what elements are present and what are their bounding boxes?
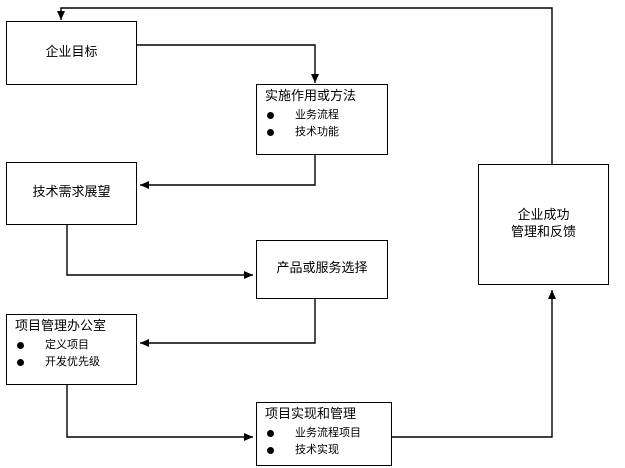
node-implementation-method-label: 实施作用或方法 — [265, 89, 357, 104]
node-pmo[interactable]: 项目管理办公室 定义项目 开发优先级 — [6, 314, 137, 385]
node-product-service-choice-label: 产品或服务选择 — [276, 261, 368, 277]
node-business-goal[interactable]: 企业目标 — [6, 21, 137, 85]
list-item: 技术实现 — [265, 442, 391, 459]
list-item-label: 技术功能 — [295, 124, 339, 138]
node-business-success[interactable]: 企业成功 管理和反馈 — [478, 164, 609, 285]
list-item: 业务流程项目 — [265, 425, 391, 442]
list-item: 技术功能 — [265, 124, 387, 141]
node-tech-requirement-label: 技术需求展望 — [32, 185, 111, 201]
node-business-success-line2: 管理和反馈 — [510, 224, 576, 240]
edge-tech-requirement-to-product-choice — [66, 225, 253, 279]
node-business-goal-label: 企业目标 — [45, 44, 98, 60]
bullet-dot-icon — [267, 430, 274, 437]
list-item-label: 业务流程 — [295, 108, 339, 122]
bullet-dot-icon — [267, 128, 274, 136]
node-pmo-bullets: 定义项目 开发优先级 — [15, 337, 136, 370]
bullet-dot-icon — [267, 112, 274, 119]
edge-implementation-to-tech-requirement — [140, 155, 316, 189]
list-item-label: 定义项目 — [45, 338, 89, 352]
edge-goal-to-implementation — [137, 44, 319, 83]
bullet-dot-icon — [17, 342, 24, 349]
node-pmo-label: 项目管理办公室 — [15, 319, 107, 334]
node-product-service-choice[interactable]: 产品或服务选择 — [256, 240, 388, 299]
node-project-implementation[interactable]: 项目实现和管理 业务流程项目 技术实现 — [256, 402, 392, 466]
list-item-label: 业务流程项目 — [295, 426, 361, 440]
edge-product-choice-to-pmo — [140, 299, 316, 347]
bullet-dot-icon — [267, 446, 274, 454]
node-project-implementation-label: 项目实现和管理 — [265, 407, 357, 422]
bullet-dot-icon — [17, 358, 24, 366]
list-item: 定义项目 — [15, 337, 136, 354]
node-project-implementation-bullets: 业务流程项目 技术实现 — [265, 425, 391, 458]
edge-project-impl-to-success — [392, 290, 556, 438]
edge-pmo-to-project-impl — [66, 385, 253, 441]
node-implementation-method-bullets: 业务流程 技术功能 — [265, 107, 387, 140]
list-item: 开发优先级 — [15, 354, 136, 371]
list-item-label: 技术实现 — [295, 442, 339, 456]
node-business-success-line1: 企业成功 — [517, 208, 570, 224]
edge-success-to-goal — [57, 7, 553, 164]
list-item: 业务流程 — [265, 107, 387, 124]
node-implementation-method[interactable]: 实施作用或方法 业务流程 技术功能 — [256, 84, 388, 155]
list-item-label: 开发优先级 — [45, 354, 100, 368]
node-tech-requirement[interactable]: 技术需求展望 — [6, 162, 137, 225]
